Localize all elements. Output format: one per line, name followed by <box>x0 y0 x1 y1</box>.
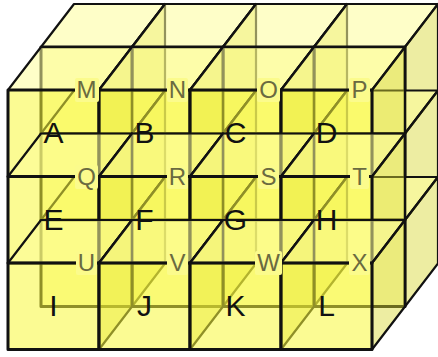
cube-front-face <box>8 263 99 350</box>
front-cube: C <box>190 90 281 177</box>
cube-letter: V <box>167 251 187 275</box>
cube-letter: W <box>255 251 282 275</box>
cube-letter: K <box>225 291 245 321</box>
back-cube: Q <box>49 142 124 213</box>
back-cube: O <box>231 55 306 126</box>
back-cube: W <box>231 228 306 299</box>
cube-letter: H <box>316 205 338 235</box>
cube-letter: F <box>135 205 153 235</box>
cube-side-face <box>405 177 438 307</box>
front-cube: J <box>99 263 190 350</box>
cube-faces <box>8 4 438 350</box>
back-cube: V <box>140 228 215 299</box>
cube-front-face <box>99 263 190 350</box>
cube-front-face <box>281 263 372 350</box>
cube-letter: A <box>43 118 63 148</box>
cube-letter: G <box>224 205 247 235</box>
cube-letter: O <box>257 78 280 102</box>
cube-letter: I <box>49 291 57 321</box>
back-cube: M <box>49 55 124 126</box>
cube-side-face <box>372 220 405 350</box>
front-cube: K <box>190 263 281 350</box>
back-cube: N <box>140 55 215 126</box>
cube-letter: P <box>349 78 369 102</box>
cube-letter: L <box>318 291 335 321</box>
cube-letter: Q <box>75 165 98 189</box>
front-cube: D <box>281 90 372 177</box>
front-cube: E <box>8 177 99 264</box>
back-cube: T <box>322 142 397 213</box>
cube-letter: M <box>75 78 99 102</box>
cube-letter: E <box>43 205 63 235</box>
front-cube: A <box>8 90 99 177</box>
front-cube: L <box>281 263 372 350</box>
back-cube: P <box>322 55 397 126</box>
cube-letter: U <box>76 251 97 275</box>
front-cube: I <box>8 263 99 350</box>
cube-letter: N <box>167 78 188 102</box>
cube-letter: C <box>225 118 247 148</box>
cube-letter: S <box>258 165 278 189</box>
back-cube: X <box>322 228 397 299</box>
cube-letter: X <box>349 251 369 275</box>
back-cube: S <box>231 142 306 213</box>
cube-letter: B <box>134 118 154 148</box>
back-cube: U <box>49 228 124 299</box>
front-cube: F <box>99 177 190 264</box>
front-cube: B <box>99 90 190 177</box>
cube-letter: T <box>350 165 369 189</box>
front-cube: H <box>281 177 372 264</box>
back-cube: R <box>140 142 215 213</box>
cube-front-face <box>190 263 281 350</box>
cube-letter: D <box>316 118 338 148</box>
front-cube: G <box>190 177 281 264</box>
cube-letter: J <box>137 291 152 321</box>
cube-letter: R <box>167 165 188 189</box>
